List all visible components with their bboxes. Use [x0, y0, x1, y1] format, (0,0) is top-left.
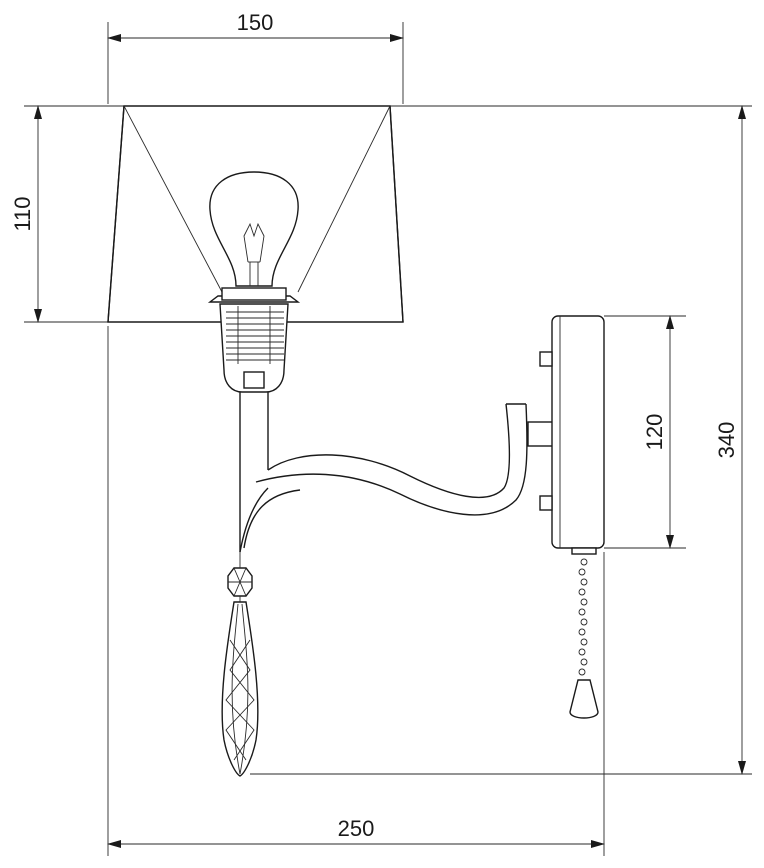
- dimension-340-label: 340: [714, 422, 739, 459]
- dimension-120-label: 120: [642, 414, 667, 451]
- light-bulb: [209, 171, 299, 287]
- crystal-pendant: [221, 552, 259, 777]
- socket-threads: [226, 306, 284, 364]
- dimension-340: 340: [250, 105, 752, 775]
- lamp-shade: [107, 105, 404, 323]
- dimension-250: 250: [107, 326, 605, 856]
- dimension-250-label: 250: [338, 816, 375, 841]
- lamp-socket: [207, 287, 301, 393]
- pull-chain-handle: [569, 679, 599, 719]
- dimension-150-label: 150: [237, 10, 274, 35]
- wall-backplate: [539, 315, 605, 555]
- dimension-110: 110: [10, 105, 130, 323]
- dimension-150: 150: [107, 10, 404, 104]
- dimension-120: 120: [604, 315, 686, 549]
- pull-chain: [569, 558, 599, 719]
- lamp-arm: [239, 392, 557, 553]
- dimension-110-label: 110: [10, 196, 35, 231]
- chain-beads: [578, 558, 588, 676]
